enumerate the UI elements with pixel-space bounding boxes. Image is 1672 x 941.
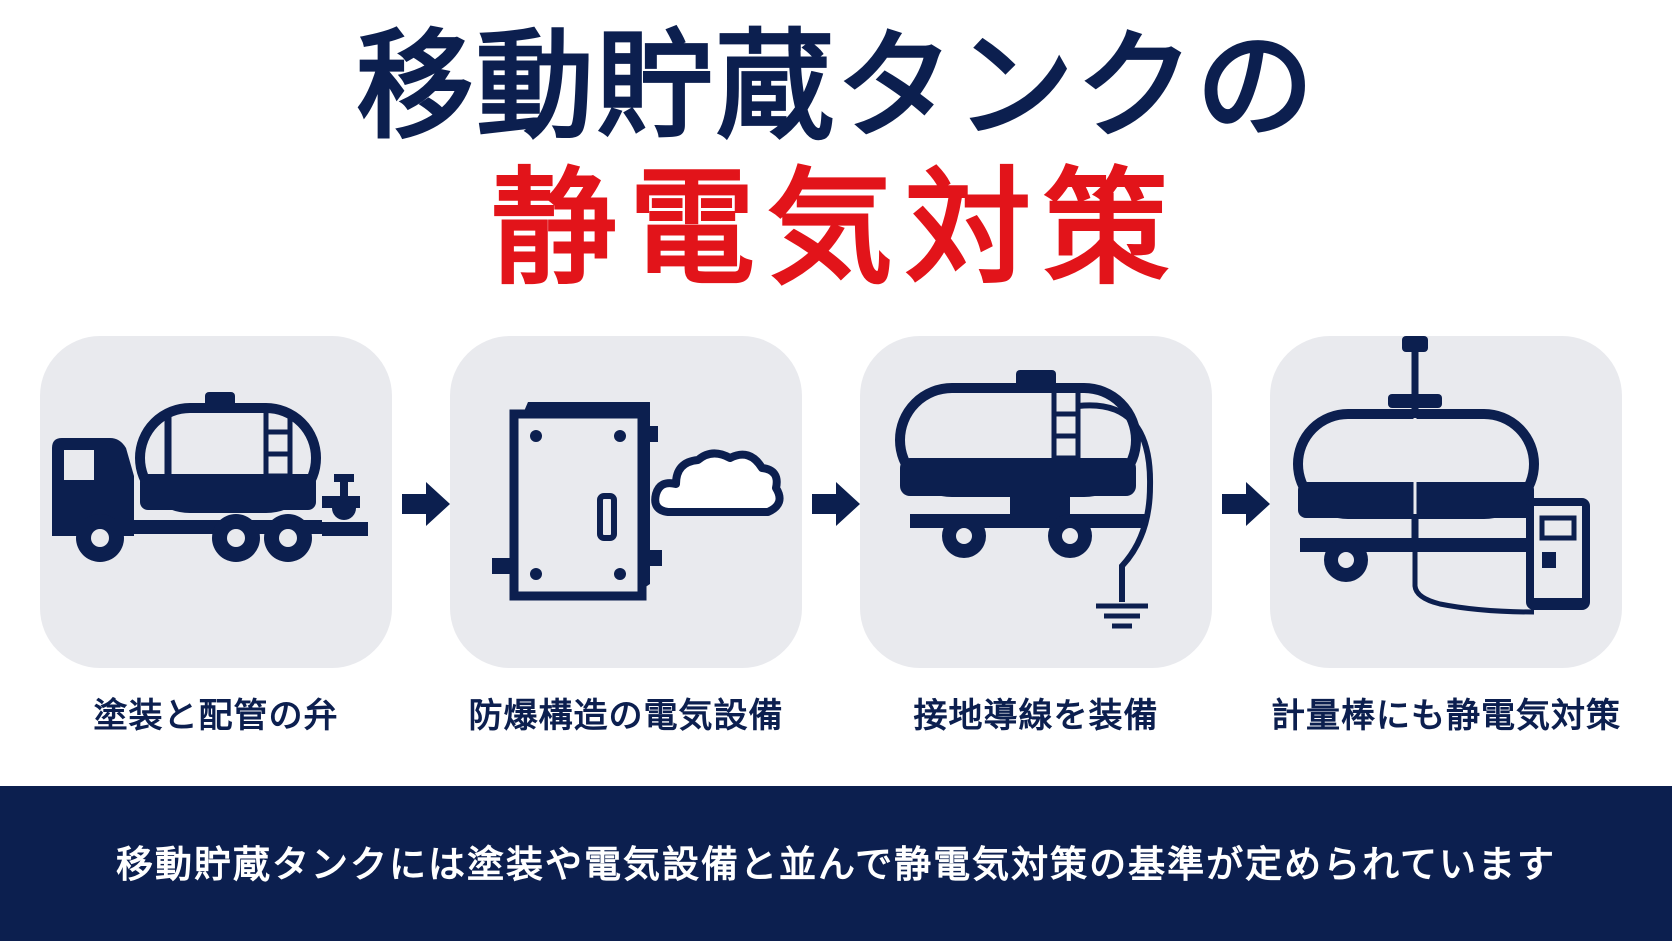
arrow-right-icon: [812, 482, 860, 526]
tank-ground-wire-icon: [895, 370, 1154, 629]
page-title-line2: 静電気対策: [491, 155, 1181, 302]
step-card-3: [860, 336, 1212, 668]
step-card-4: [1270, 336, 1622, 668]
footer-text: 移動貯蔵タンクには塗装や電気設備と並んで静電気対策の基準が定められています: [115, 843, 1557, 886]
explosion-proof-box-icon: [492, 402, 784, 601]
arrow-right-icon: [1222, 482, 1270, 526]
step-label-2: 防爆構造の電気設備: [468, 696, 784, 736]
page-title-line1: 移動貯蔵タンクの: [355, 17, 1316, 155]
step-label-1: 塗装と配管の弁: [93, 696, 339, 736]
step-label-4: 計量棒にも静電気対策: [1271, 696, 1621, 736]
step-label-3: 接地導線を装備: [913, 696, 1159, 736]
tank-truck-valve-icon: [52, 392, 368, 562]
step-card-2: [450, 336, 802, 668]
footer-banner: 移動貯蔵タンクには塗装や電気設備と並んで静電気対策の基準が定められています: [0, 786, 1672, 941]
tank-gauge-rod-icon: [1293, 336, 1590, 615]
step-card-1: [40, 336, 392, 668]
arrow-right-icon: [402, 482, 450, 526]
